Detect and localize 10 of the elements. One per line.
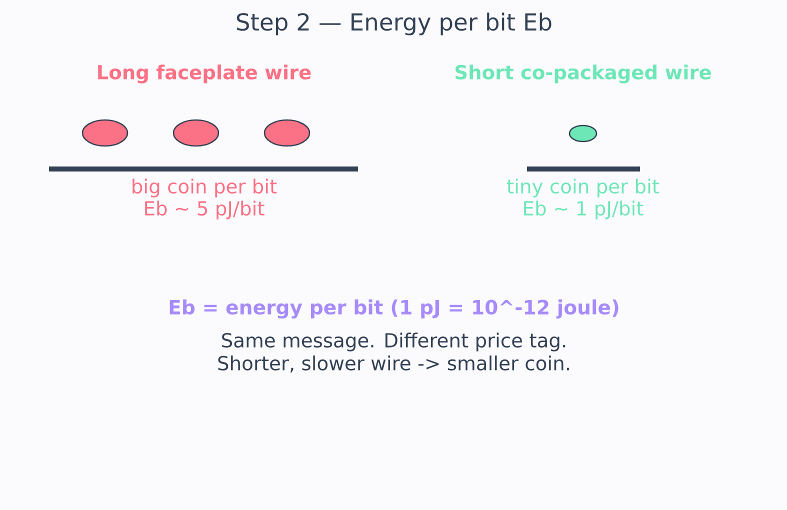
caption-text: big coin per bit xyxy=(132,178,277,198)
definition-text: Eb = energy per bit (1 pJ = 10^-12 joule) xyxy=(170,299,618,319)
heading: Long faceplate wire xyxy=(98,64,311,84)
value-text: Eb ~ 1 pJ/bit xyxy=(524,200,644,220)
value-text: Eb ~ 5 pJ/bit xyxy=(145,200,264,220)
note-text: Shorter, slower wire -> smaller coin. xyxy=(218,356,569,372)
caption-text: tiny coin per bit xyxy=(507,178,660,198)
note-text: Same message. Different price tag. xyxy=(222,332,566,352)
heading: Short co-packaged wire xyxy=(456,64,711,84)
title: Step 2 — Energy per bit Eb xyxy=(236,12,552,36)
